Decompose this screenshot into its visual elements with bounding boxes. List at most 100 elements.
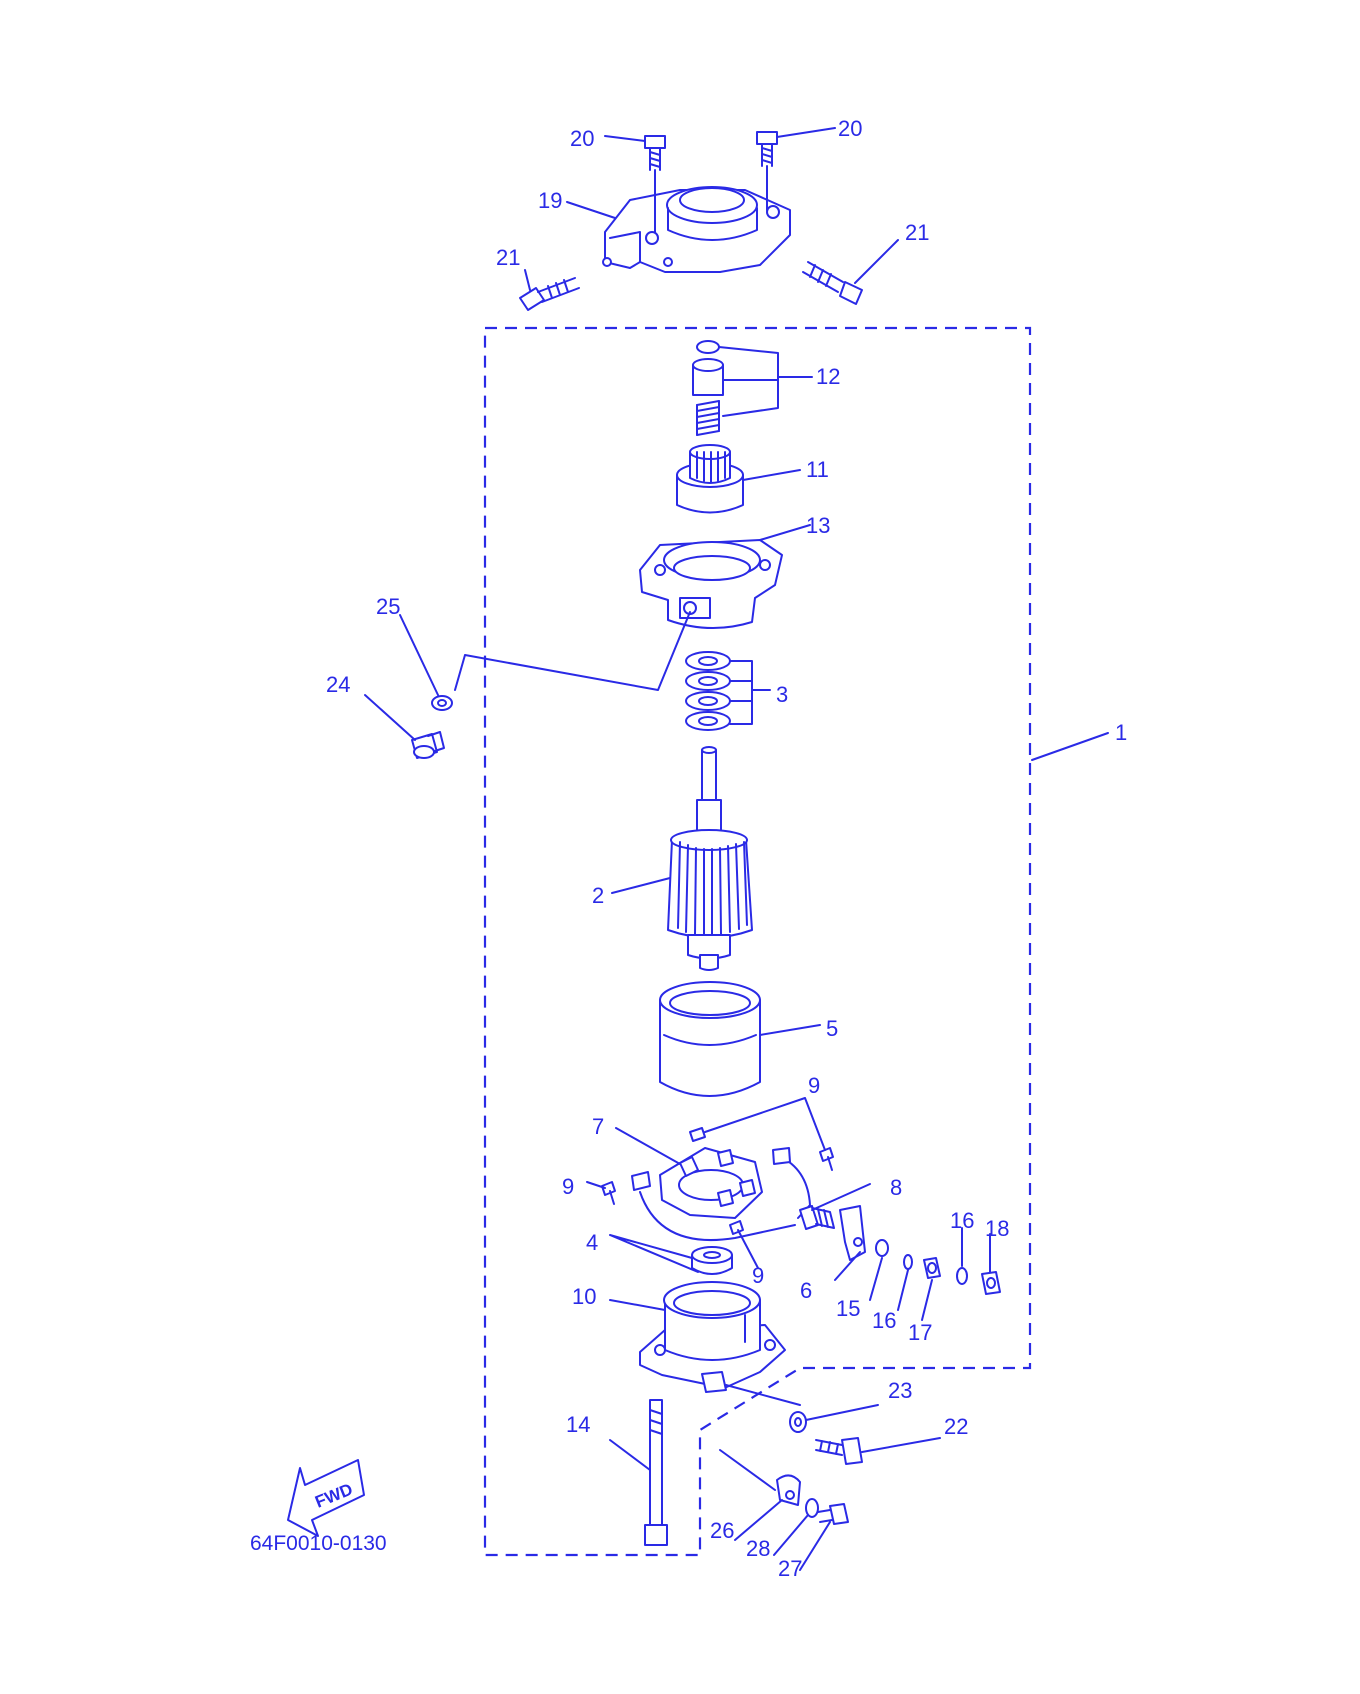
callout-2: 2 xyxy=(592,883,604,908)
leader-19 xyxy=(566,201,616,219)
callout-21: 21 xyxy=(905,220,929,245)
washer-25 xyxy=(431,695,453,711)
leader-21b xyxy=(854,239,899,284)
callout-12: 12 xyxy=(816,364,840,389)
leader-2 xyxy=(611,877,671,894)
ring-12 xyxy=(696,340,720,354)
screws-9 xyxy=(601,1127,834,1235)
callout-1: 1 xyxy=(1115,720,1127,745)
bolt-21-left xyxy=(519,277,580,311)
callout-7: 7 xyxy=(592,1114,604,1139)
callout-17: 17 xyxy=(908,1320,932,1345)
callout-11: 11 xyxy=(806,457,829,482)
brush-holder-7 xyxy=(659,1147,763,1219)
ground-lead xyxy=(719,1449,776,1491)
leader-16a xyxy=(897,1269,909,1311)
rear-bracket-10 xyxy=(639,1281,786,1393)
callout-15: 15 xyxy=(836,1296,860,1321)
callout-9: 9 xyxy=(562,1174,574,1199)
terminal-bolt-8 xyxy=(799,1205,835,1230)
callout-27: 27 xyxy=(778,1556,802,1581)
nut-18 xyxy=(981,1271,1001,1295)
callout-21: 21 xyxy=(496,245,520,270)
leader-9a xyxy=(704,1097,826,1151)
bolt-22 xyxy=(815,1437,863,1465)
callout-28: 28 xyxy=(746,1536,770,1561)
leader-9c xyxy=(737,1229,759,1269)
washers-3 xyxy=(685,651,731,731)
diagram-code: 64F0010-0130 xyxy=(250,1532,387,1555)
bolt-axis-lines xyxy=(654,165,768,233)
leader-1 xyxy=(1031,732,1109,761)
callout-25: 25 xyxy=(376,594,400,619)
callout-24: 24 xyxy=(326,672,350,697)
bolt-20-right xyxy=(756,131,778,167)
callout-20: 20 xyxy=(838,116,862,141)
callout-3: 3 xyxy=(776,682,788,707)
wire-lead xyxy=(454,611,691,691)
leader-4 xyxy=(609,1234,699,1273)
callout-23: 23 xyxy=(888,1378,912,1403)
washer-16-a xyxy=(903,1254,913,1270)
leader-27 xyxy=(799,1521,831,1571)
callout-10: 10 xyxy=(572,1284,596,1309)
leader-17 xyxy=(921,1279,933,1321)
leader-7 xyxy=(615,1127,681,1165)
plate-6 xyxy=(839,1205,866,1261)
bracket-3 xyxy=(729,660,771,725)
callout-13: 13 xyxy=(806,513,830,538)
leader-10 xyxy=(609,1299,666,1311)
leader-5 xyxy=(759,1024,821,1036)
washer-16-b xyxy=(956,1267,968,1285)
leader-9b xyxy=(586,1181,606,1189)
callout-16: 16 xyxy=(872,1308,896,1333)
clip-26 xyxy=(776,1474,801,1506)
leader-24 xyxy=(364,694,416,741)
through-bolt-14 xyxy=(644,1399,668,1546)
leader-6 xyxy=(834,1251,861,1281)
leader-15 xyxy=(869,1257,883,1301)
callout-18: 18 xyxy=(985,1216,1009,1241)
callout-16: 16 xyxy=(950,1208,974,1233)
callout-8: 8 xyxy=(890,1175,902,1200)
front-bracket-13 xyxy=(639,539,783,629)
callout-5: 5 xyxy=(826,1016,838,1041)
wire-loop xyxy=(639,1191,796,1242)
nut-17 xyxy=(923,1257,941,1279)
leader-25 xyxy=(399,614,439,696)
collar-12 xyxy=(692,358,724,396)
pinion-11 xyxy=(676,444,744,514)
yoke-5 xyxy=(659,981,761,1097)
fwd-arrow-icon: FWD xyxy=(287,1459,365,1537)
callout-22: 22 xyxy=(944,1414,968,1439)
leader-20b xyxy=(776,127,836,138)
leader-14 xyxy=(609,1439,651,1471)
callout-9: 9 xyxy=(808,1073,820,1098)
leader-8 xyxy=(811,1183,871,1211)
leader-20a xyxy=(604,135,646,142)
washer-28 xyxy=(805,1498,819,1518)
brush-right xyxy=(772,1147,791,1165)
callout-14: 14 xyxy=(566,1412,590,1437)
bolt-20-left xyxy=(644,135,666,171)
top-bracket xyxy=(602,186,791,273)
bracket-12 xyxy=(718,346,779,417)
leader-22 xyxy=(861,1437,941,1453)
spring-12 xyxy=(696,400,720,436)
bolt-21-right xyxy=(802,261,863,305)
brush-left xyxy=(631,1171,651,1191)
ground-wire xyxy=(725,1384,801,1406)
callout-26: 26 xyxy=(710,1518,734,1543)
callout-4: 4 xyxy=(586,1230,598,1255)
leader-13 xyxy=(759,524,811,541)
bushing-4 xyxy=(691,1246,733,1275)
bolt-24 xyxy=(411,731,445,759)
leader-11 xyxy=(742,469,801,481)
callout-6: 6 xyxy=(800,1278,812,1303)
leader-26 xyxy=(734,1499,783,1541)
leader-21a xyxy=(524,269,531,291)
washer-15 xyxy=(875,1239,889,1257)
washer-23 xyxy=(789,1411,807,1433)
callout-20: 20 xyxy=(570,126,594,151)
